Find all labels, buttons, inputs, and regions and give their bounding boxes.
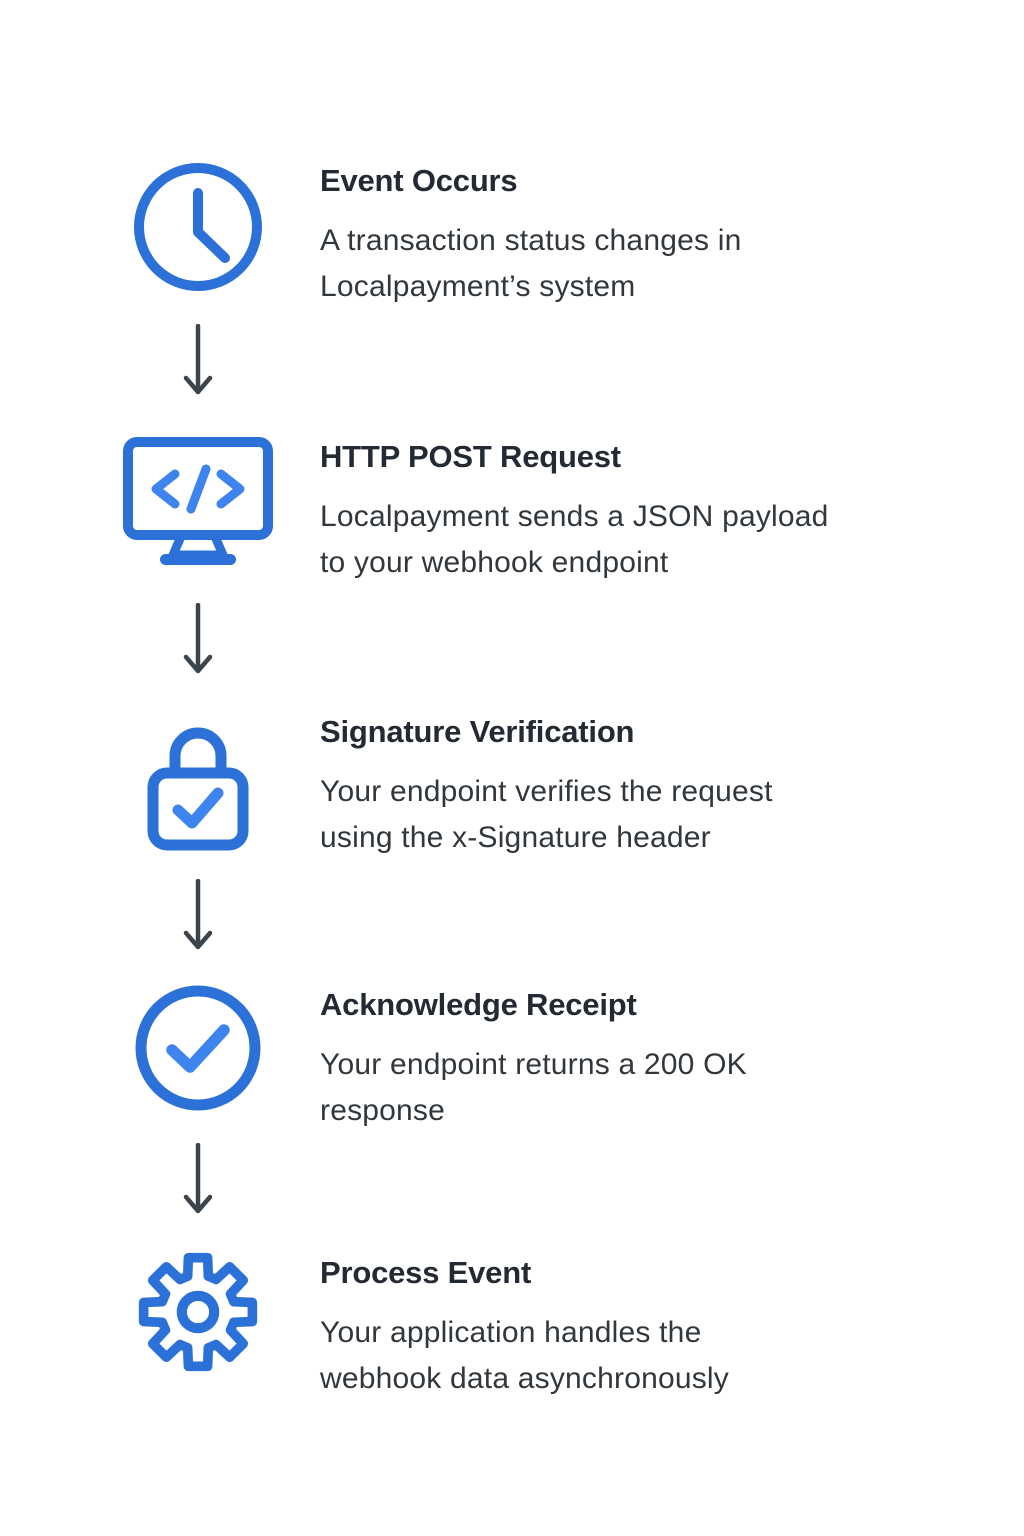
step-description: Your endpoint verifies the request using… [320, 775, 773, 854]
step-description: A transaction status changes in Localpay… [320, 224, 742, 303]
circle-check-icon [135, 985, 261, 1111]
step-description: Your endpoint returns a 200 OK response [320, 1048, 747, 1127]
down-arrow [183, 879, 213, 950]
down-arrow [183, 1143, 213, 1214]
step-title: Event Occurs [320, 163, 518, 198]
step-title: HTTP POST Request [320, 439, 621, 474]
down-arrow [183, 603, 213, 674]
step-description: Your application handles the webhook dat… [320, 1316, 729, 1395]
step-icon-cell [98, 984, 298, 1112]
lock-check-icon [147, 727, 249, 851]
step-title: Acknowledge Receipt [320, 987, 637, 1022]
step-icon-cell [98, 711, 298, 851]
gear-icon [138, 1252, 258, 1372]
monitor-code-icon [123, 437, 273, 565]
step-icon-cell [98, 160, 298, 294]
step-icon-cell [98, 436, 298, 574]
step-title: Signature Verification [320, 714, 635, 749]
step-description: Localpayment sends a JSON payload to you… [320, 500, 829, 579]
clock-icon [134, 163, 262, 291]
step-icon-cell [98, 1252, 298, 1372]
step-title: Process Event [320, 1255, 532, 1290]
down-arrow [183, 324, 213, 395]
